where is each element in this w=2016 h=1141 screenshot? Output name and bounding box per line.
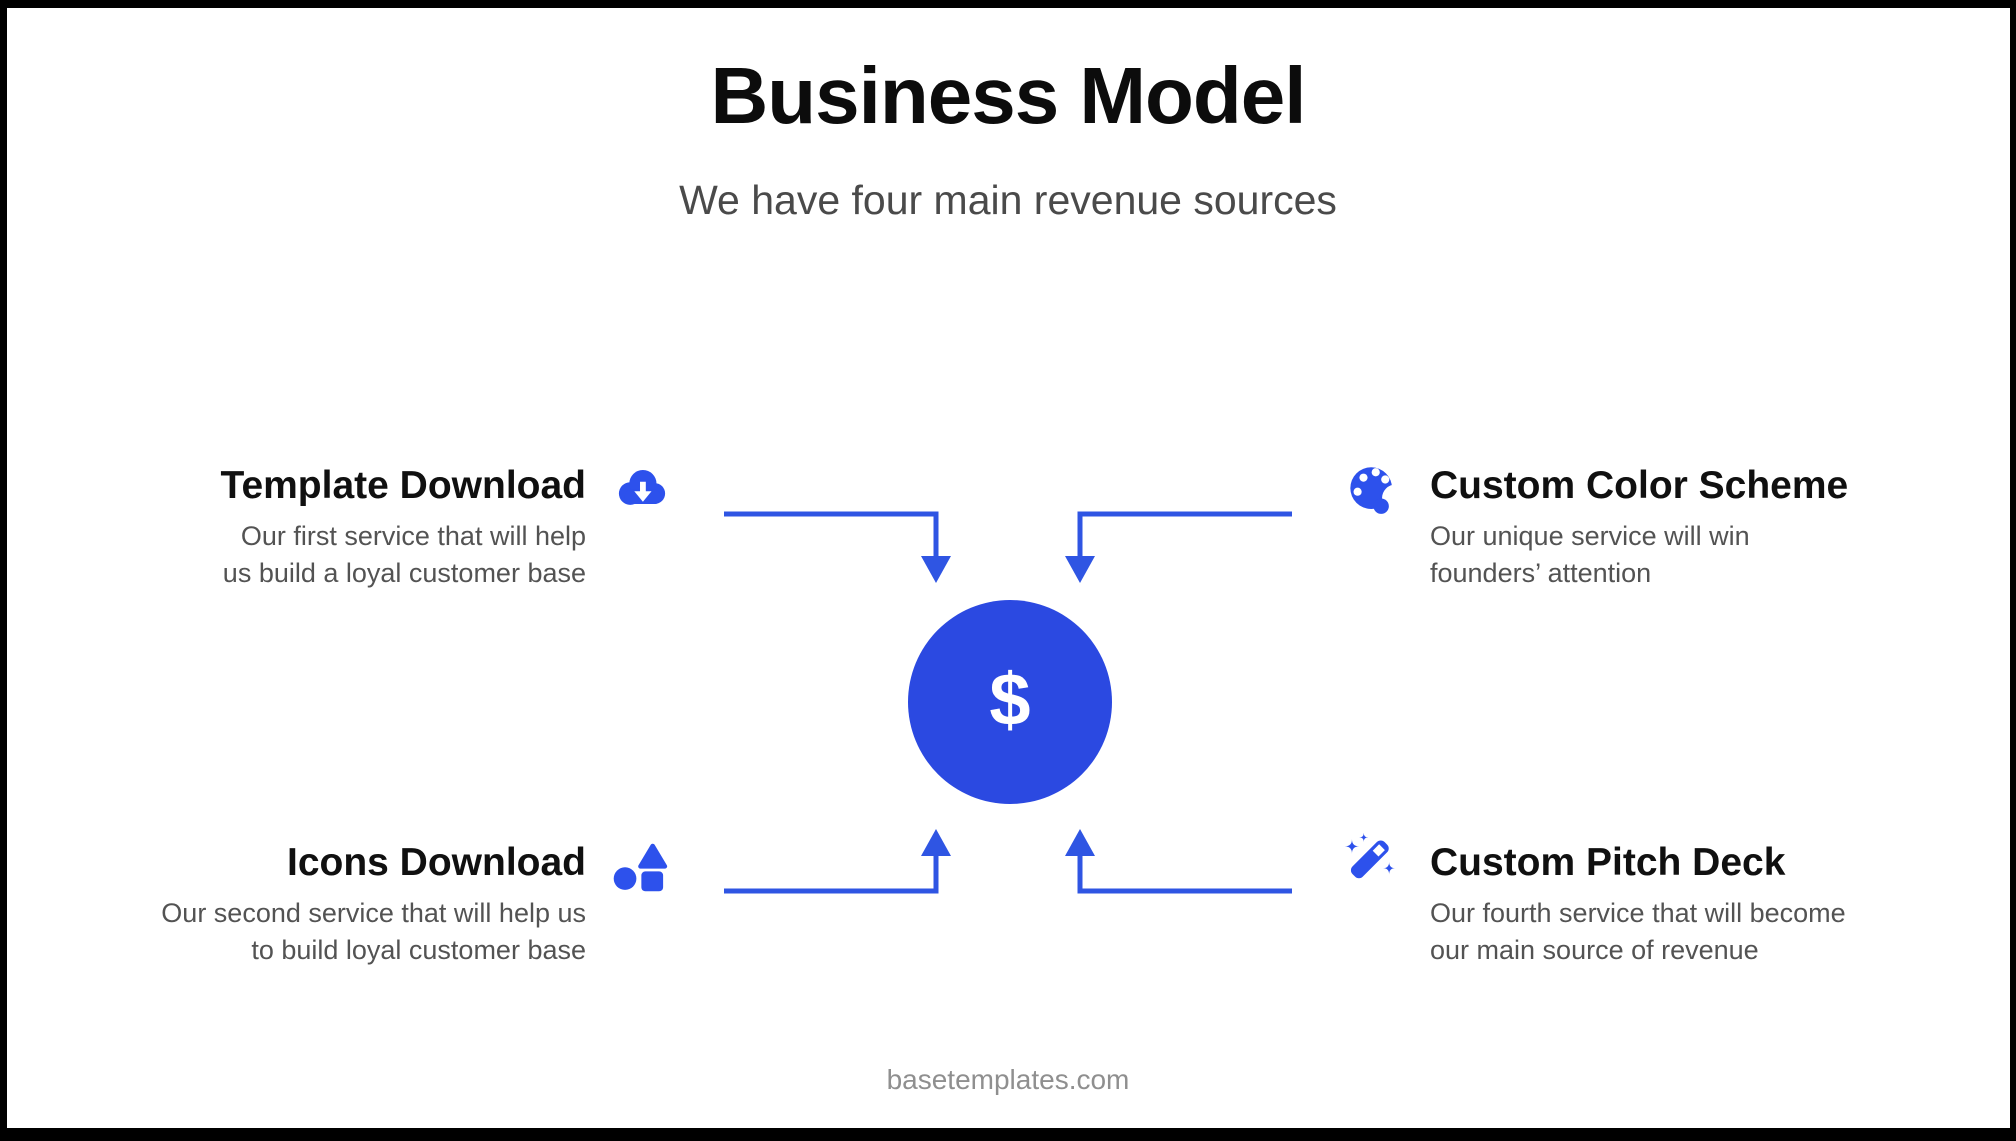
service-item-template-download: Template Download Our first service that… [26,463,586,591]
palette-icon [1344,460,1402,518]
service-title: Template Download [220,464,586,507]
service-description: Our unique service will win founders’ at… [1430,520,1750,588]
service-title: Custom Pitch Deck [1430,841,1786,884]
arrowhead-bottom-left [921,829,951,856]
service-description: Our first service that will help us buil… [222,520,586,588]
footer-text: basetemplates.com [886,1064,1130,1095]
cloud-download-icon [613,460,671,518]
arrow-bottom-right [1077,856,1292,894]
arrowhead-top-left [921,556,951,583]
arrow-top-left [724,511,939,556]
service-title: Icons Download [286,841,586,884]
arrow-top-right [1077,511,1292,556]
service-description: Our second service that will help us to … [161,897,586,965]
arrow-bottom-left [724,856,939,894]
dollar-sign: $ [989,658,1031,741]
arrowhead-bottom-right [1065,829,1095,856]
service-item-icons-download: Icons Download Our second service that w… [26,840,586,968]
service-description: Our fourth service that will become our … [1430,897,1846,965]
magic-wand-icon [1342,831,1400,889]
revenue-hub-circle: $ [908,600,1112,804]
service-item-custom-color-scheme: Custom Color Scheme Our unique service w… [1430,463,1990,591]
arrowhead-top-right [1065,556,1095,583]
service-title: Custom Color Scheme [1430,464,1849,507]
shapes-icon [611,836,669,894]
service-item-custom-pitch-deck: Custom Pitch Deck Our fourth service tha… [1430,840,1990,968]
page-title: Business Model [710,51,1306,140]
page-subtitle: We have four main revenue sources [679,177,1337,223]
